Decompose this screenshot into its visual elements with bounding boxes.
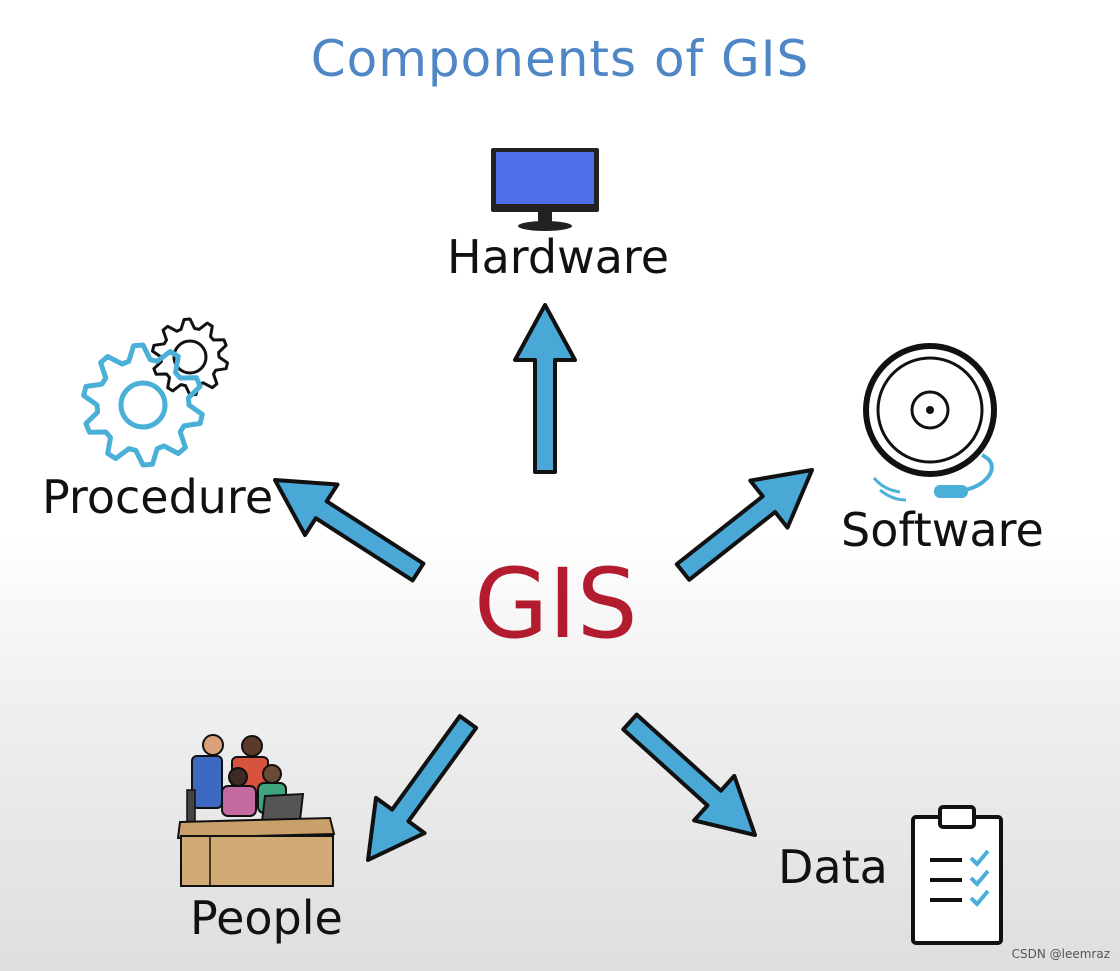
clipboard-icon [911, 805, 1003, 945]
arrow-to-people [366, 714, 479, 862]
component-procedure-label: Procedure [42, 470, 274, 524]
arrow-to-software [674, 468, 814, 582]
component-data-label: Data [778, 840, 888, 894]
monitor-icon [491, 148, 599, 231]
gears-icon [81, 317, 229, 468]
component-people-label: People [190, 891, 343, 945]
people-desk-icon [176, 734, 336, 887]
arrow-to-procedure [273, 478, 426, 583]
arrow-to-hardware [513, 303, 577, 474]
diagram-title: Components of GIS [310, 30, 810, 88]
component-software-label: Software [841, 503, 1044, 557]
component-hardware-label: Hardware [447, 230, 670, 284]
watermark: CSDN @leemraz [1011, 947, 1110, 961]
arrow-to-data [621, 712, 757, 837]
center-gis-label: GIS [474, 548, 638, 660]
disc-icon [863, 343, 997, 502]
